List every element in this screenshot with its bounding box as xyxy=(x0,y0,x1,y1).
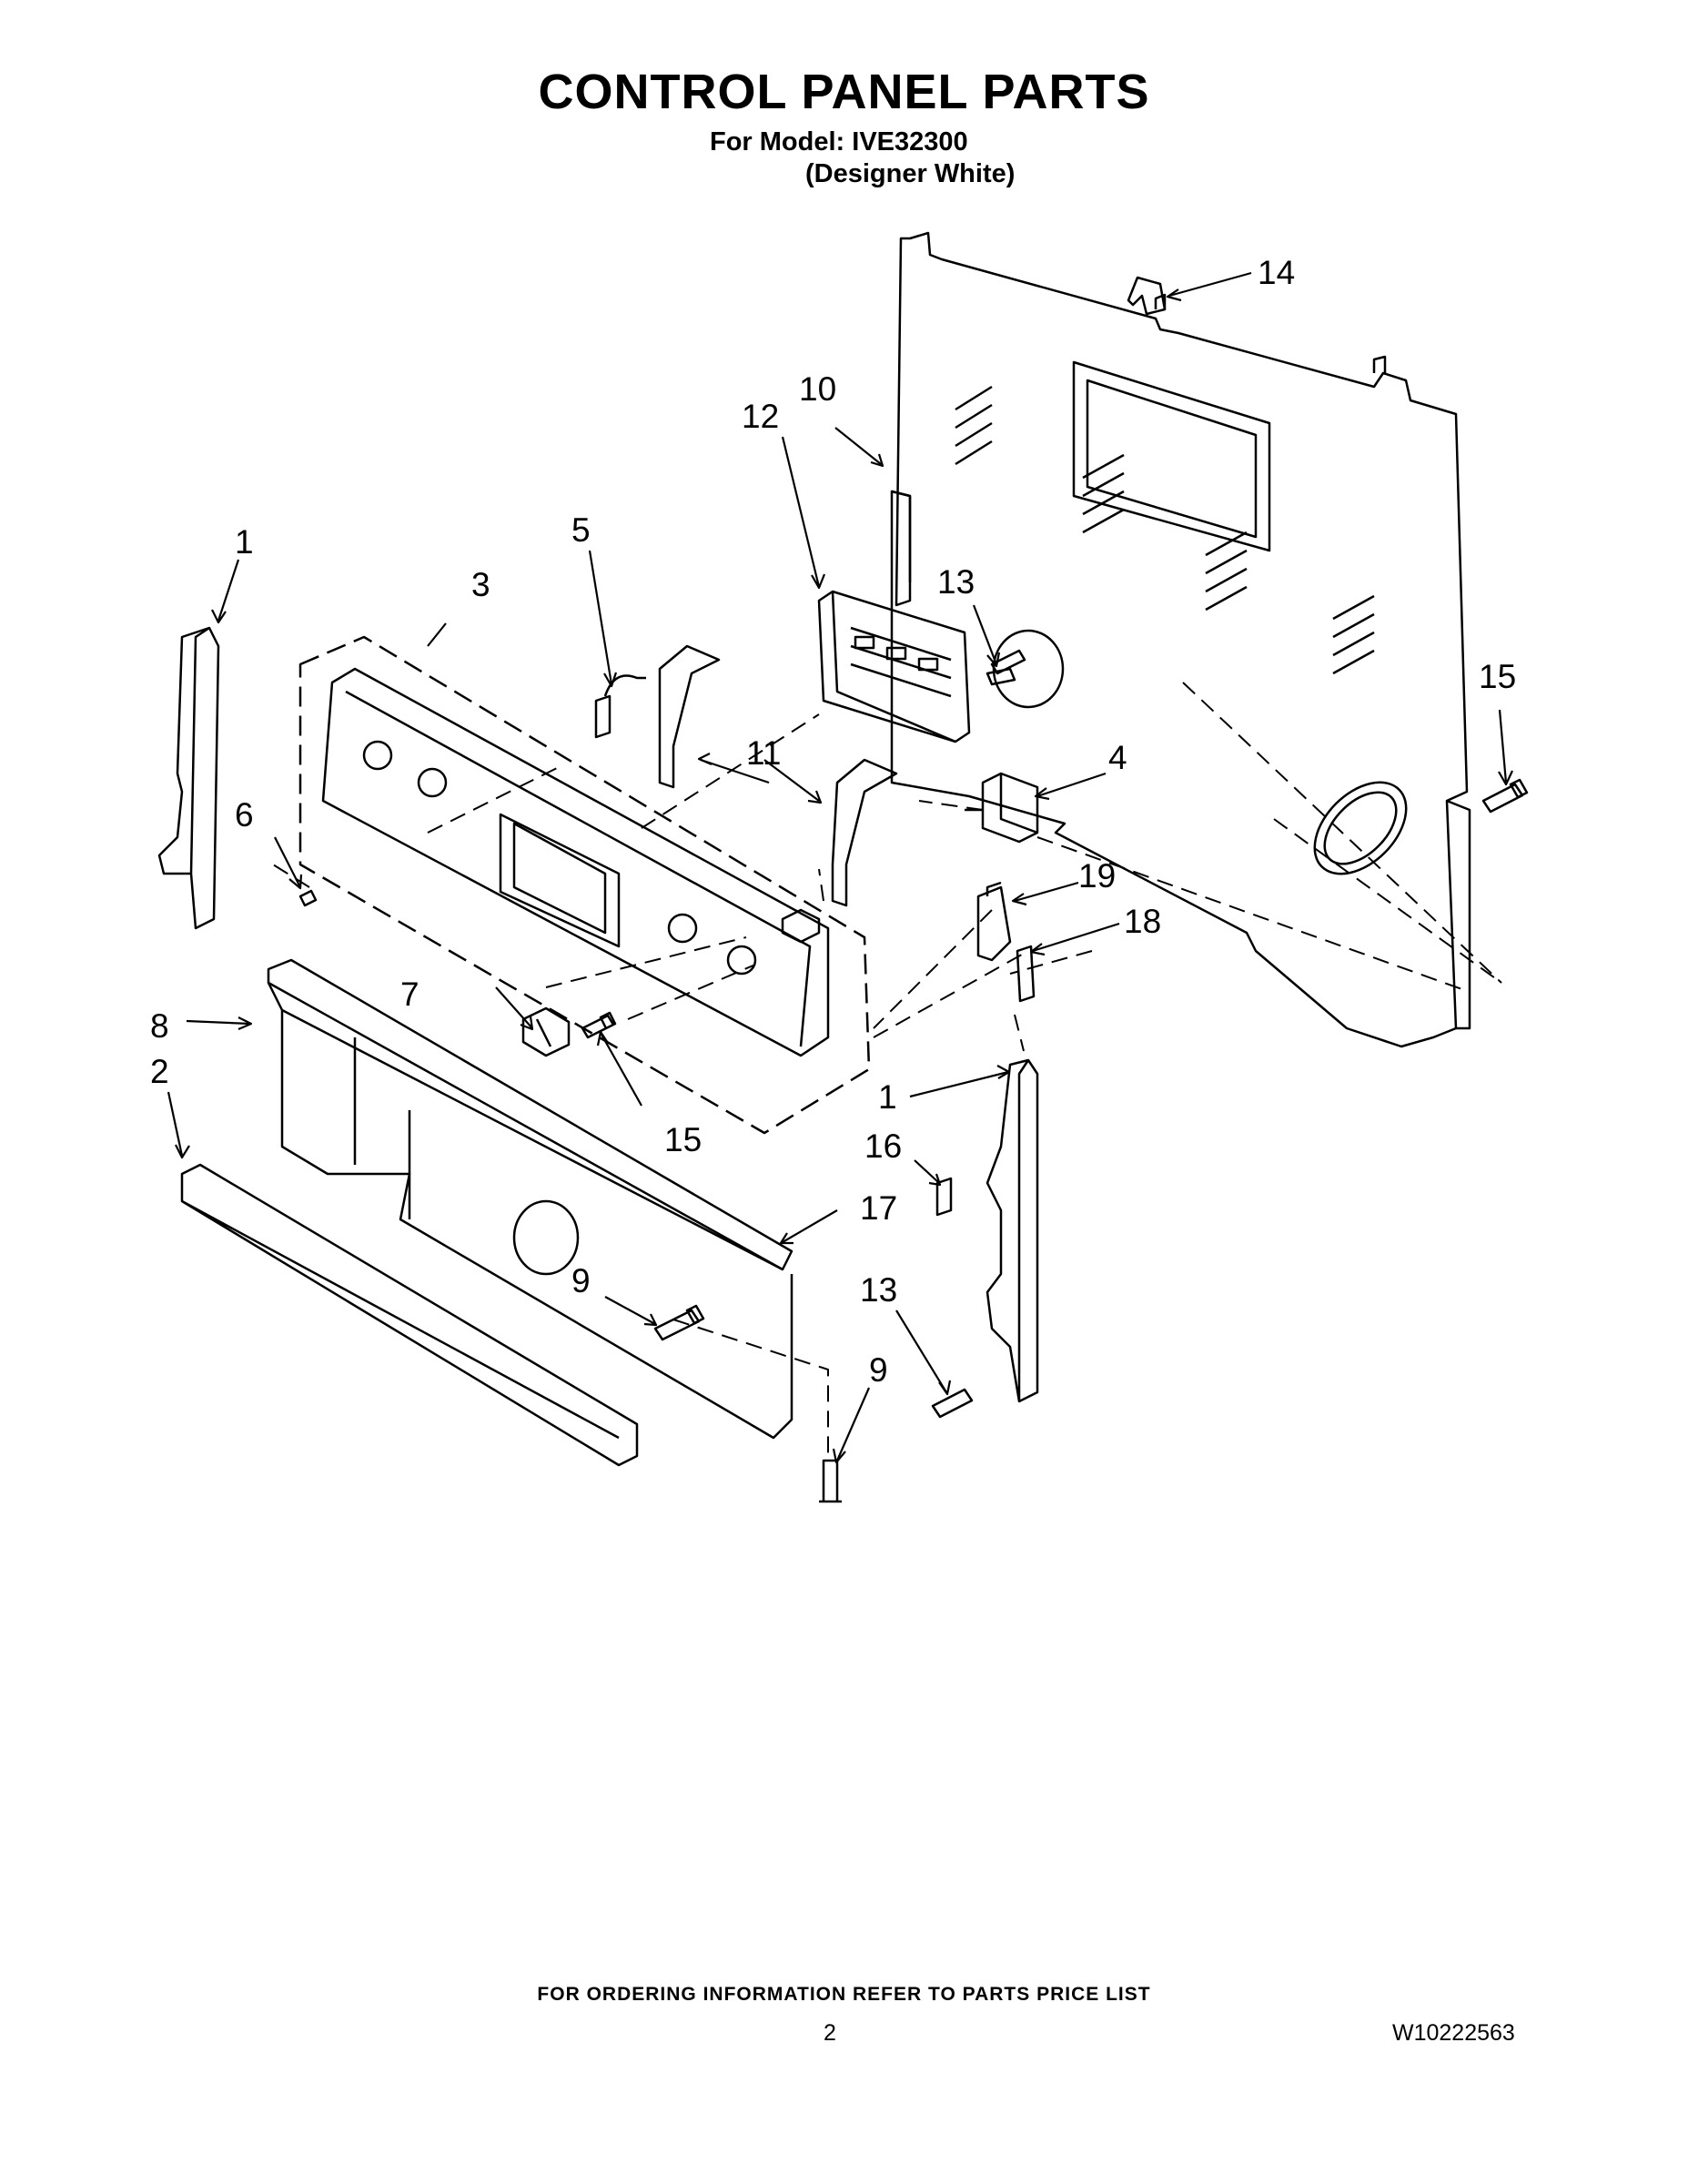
page-title: CONTROL PANEL PARTS xyxy=(538,65,1150,119)
callout-9-lower: 9 xyxy=(869,1351,888,1389)
callout-2: 2 xyxy=(150,1053,169,1090)
callout-17: 17 xyxy=(860,1189,897,1227)
callout-15-front: 15 xyxy=(664,1121,702,1158)
rear-panel-drawing xyxy=(890,231,1471,1048)
callout-1-left: 1 xyxy=(235,523,254,561)
part-1-endcap-left xyxy=(157,626,220,930)
callout-16: 16 xyxy=(864,1127,902,1165)
callout-15-right: 15 xyxy=(1479,658,1516,695)
callout-14: 14 xyxy=(1258,254,1295,291)
callout-5: 5 xyxy=(571,511,591,549)
part-7-knob xyxy=(521,1006,571,1057)
model-line: For Model: IVE32300 xyxy=(710,127,968,157)
part-11-bracket-lower xyxy=(831,758,898,907)
part-3-console-assembly xyxy=(298,635,871,1135)
part-12-control-board xyxy=(817,590,971,743)
part-13-screw-lower xyxy=(931,1388,974,1419)
part-1-endcap-right xyxy=(986,1058,1039,1403)
part-15-screw-front xyxy=(581,1011,617,1039)
callout-6: 6 xyxy=(235,796,254,834)
callout-3: 3 xyxy=(471,566,490,603)
part-14-clip xyxy=(1127,276,1167,316)
part-8-17-lower-panel xyxy=(267,958,793,1440)
callout-11: 11 xyxy=(746,734,781,772)
callout-12: 12 xyxy=(742,398,779,435)
callout-9-upper: 9 xyxy=(571,1262,591,1299)
part-9-screw-lower xyxy=(819,1459,842,1503)
callout-8: 8 xyxy=(150,1007,169,1045)
document-number: W10222563 xyxy=(1392,2020,1515,2046)
callout-13-upper: 13 xyxy=(937,563,975,601)
callout-10: 10 xyxy=(799,370,836,408)
callout-7: 7 xyxy=(400,976,419,1013)
page-number: 2 xyxy=(824,2020,836,2046)
part-19-sensor xyxy=(976,881,1012,962)
part-2-rail xyxy=(180,1163,639,1467)
part-11-bracket-upper xyxy=(658,644,721,789)
part-5-connector xyxy=(594,674,646,739)
callout-1-right: 1 xyxy=(878,1078,897,1116)
part-18-connector xyxy=(1016,945,1036,1003)
callout-13-lower: 13 xyxy=(860,1271,897,1309)
ordering-note: FOR ORDERING INFORMATION REFER TO PARTS … xyxy=(537,1984,1151,2005)
callout-18: 18 xyxy=(1124,903,1161,940)
part-4-switch xyxy=(965,772,1039,844)
part-15-screw-right xyxy=(1481,778,1529,814)
part-6-screw xyxy=(298,889,318,907)
part-13-screw-upper xyxy=(990,649,1026,675)
variant-line: (Designer White) xyxy=(805,159,1016,188)
part-9-screw-upper xyxy=(653,1304,705,1341)
callout-4: 4 xyxy=(1108,739,1127,776)
part-16-clip xyxy=(935,1177,953,1217)
callout-19: 19 xyxy=(1078,857,1116,895)
